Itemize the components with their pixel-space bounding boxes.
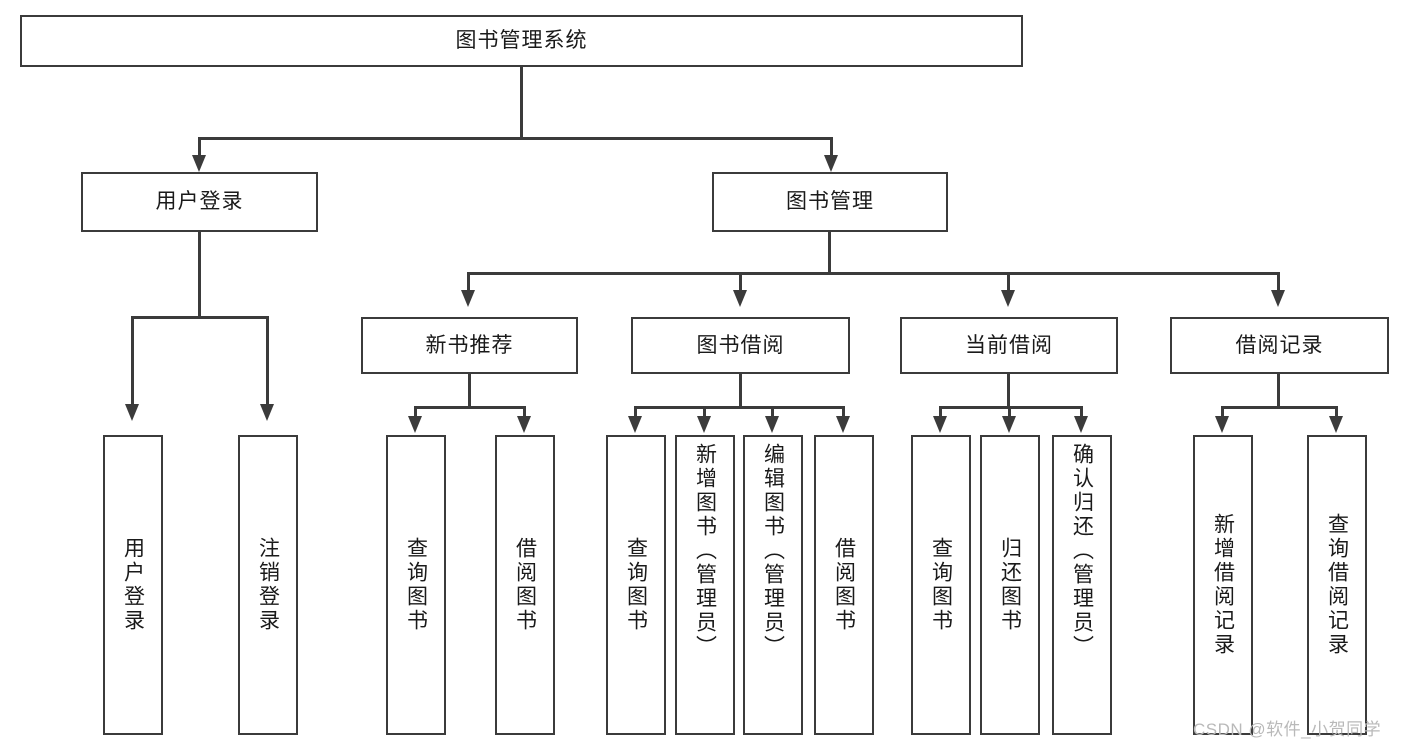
connector-nbr-drop-1 <box>414 406 417 418</box>
connector-cb-bus <box>939 406 1083 409</box>
node-label: 借阅图书 <box>832 537 856 633</box>
watermark-csdn: CSDN @软件_小贺同学 <box>1193 715 1381 740</box>
node-label: 查询图书 <box>624 537 648 633</box>
arrowhead-br-leaf-2 <box>1329 416 1343 433</box>
arrowhead-user-login-leaf-1 <box>125 404 139 421</box>
leaf-query-borrow-record[interactable]: 查询借阅记录 <box>1307 435 1367 735</box>
node-borrow-record[interactable]: 借阅记录 <box>1170 317 1389 374</box>
connector-br-stem <box>1277 374 1280 408</box>
connector-bm-drop-1 <box>467 272 470 292</box>
node-label: 注销登录 <box>256 537 280 633</box>
connector-bb-drop-2 <box>703 406 706 418</box>
node-label: 查询借阅记录 <box>1325 513 1349 657</box>
leaf-return-book[interactable]: 归还图书 <box>980 435 1040 735</box>
node-new-book-recommend[interactable]: 新书推荐 <box>361 317 578 374</box>
connector-cb-drop-2 <box>1008 406 1011 418</box>
connector-nbr-bus <box>414 406 526 409</box>
arrowhead-nbr-leaf-1 <box>408 416 422 433</box>
connector-bb-drop-3 <box>771 406 774 418</box>
connector-bm-drop-4 <box>1277 272 1280 292</box>
connector-bb-drop-1 <box>634 406 637 418</box>
node-label: 图书管理 <box>786 190 874 214</box>
node-label: 编辑图书（管理员） <box>761 443 785 659</box>
connector-cb-drop-3 <box>1080 406 1083 418</box>
connector-cb-stem <box>1007 374 1010 408</box>
node-label: 借阅图书 <box>513 537 537 633</box>
leaf-add-borrow-record[interactable]: 新增借阅记录 <box>1193 435 1253 735</box>
node-label: 查询图书 <box>404 537 428 633</box>
node-label: 新增借阅记录 <box>1211 513 1235 657</box>
node-label: 当前借阅 <box>965 333 1053 357</box>
connector-bb-stem <box>739 374 742 408</box>
connector-user-login-bus <box>131 316 269 319</box>
connector-user-login-drop-2 <box>266 316 269 406</box>
leaf-borrow-book[interactable]: 借阅图书 <box>814 435 874 735</box>
arrowhead-bb-leaf-1 <box>628 416 642 433</box>
connector-bb-bus <box>634 406 845 409</box>
arrowhead-bb-leaf-4 <box>836 416 850 433</box>
arrowhead-to-current-borrow <box>1001 290 1015 307</box>
connector-bm-drop-2 <box>739 272 742 292</box>
arrowhead-bb-leaf-2 <box>697 416 711 433</box>
node-label: 图书借阅 <box>696 333 785 357</box>
connector-nbr-drop-2 <box>523 406 526 418</box>
arrowhead-nbr-leaf-2 <box>517 416 531 433</box>
node-label: 查询图书 <box>929 537 953 633</box>
arrowhead-bb-leaf-3 <box>765 416 779 433</box>
connector-root-drop-right <box>830 137 833 157</box>
connector-root-bus <box>198 137 833 140</box>
arrowhead-to-new-book-recommend <box>461 290 475 307</box>
leaf-logout[interactable]: 注销登录 <box>238 435 298 735</box>
arrowhead-cb-leaf-1 <box>933 416 947 433</box>
leaf-confirm-return-admin[interactable]: 确认归还（管理员） <box>1052 435 1112 735</box>
node-book-management[interactable]: 图书管理 <box>712 172 948 232</box>
node-label: 归还图书 <box>998 537 1022 633</box>
leaf-add-book-admin[interactable]: 新增图书（管理员） <box>675 435 735 735</box>
connector-nbr-stem <box>468 374 471 408</box>
leaf-query-book-recommend[interactable]: 查询图书 <box>386 435 446 735</box>
node-user-login[interactable]: 用户登录 <box>81 172 318 232</box>
arrowhead-cb-leaf-3 <box>1074 416 1088 433</box>
node-label: 新增图书（管理员） <box>693 443 717 659</box>
arrowhead-cb-leaf-2 <box>1002 416 1016 433</box>
node-current-borrow[interactable]: 当前借阅 <box>900 317 1118 374</box>
connector-root-stem <box>520 67 523 139</box>
leaf-user-login[interactable]: 用户登录 <box>103 435 163 735</box>
connector-bm-drop-3 <box>1007 272 1010 292</box>
node-book-borrow[interactable]: 图书借阅 <box>631 317 850 374</box>
node-label: 新书推荐 <box>425 333 514 357</box>
connector-br-bus <box>1221 406 1338 409</box>
arrowhead-to-user-login <box>192 155 206 172</box>
leaf-query-book-current[interactable]: 查询图书 <box>911 435 971 735</box>
arrowhead-user-login-leaf-2 <box>260 404 274 421</box>
node-label: 图书管理系统 <box>455 29 588 53</box>
node-label: 借阅记录 <box>1235 333 1324 357</box>
node-label: 用户登录 <box>121 537 145 633</box>
connector-user-login-stem <box>198 232 201 318</box>
node-label: 确认归还（管理员） <box>1070 443 1094 659</box>
arrowhead-to-borrow-record <box>1271 290 1285 307</box>
arrowhead-br-leaf-1 <box>1215 416 1229 433</box>
node-label: 用户登录 <box>155 190 244 214</box>
watermark-text: CSDN @软件_小贺同学 <box>1193 720 1382 739</box>
connector-cb-drop-1 <box>939 406 942 418</box>
connector-book-management-bus <box>467 272 1280 275</box>
arrowhead-to-book-management <box>824 155 838 172</box>
connector-user-login-drop-1 <box>131 316 134 406</box>
node-root-book-management-system[interactable]: 图书管理系统 <box>20 15 1023 67</box>
connector-br-drop-1 <box>1221 406 1224 418</box>
leaf-query-book-borrow[interactable]: 查询图书 <box>606 435 666 735</box>
connector-br-drop-2 <box>1335 406 1338 418</box>
connector-bb-drop-4 <box>842 406 845 418</box>
connector-root-drop-left <box>198 137 201 157</box>
leaf-borrow-book-recommend[interactable]: 借阅图书 <box>495 435 555 735</box>
arrowhead-to-book-borrow <box>733 290 747 307</box>
connector-book-management-stem <box>828 232 831 274</box>
leaf-edit-book-admin[interactable]: 编辑图书（管理员） <box>743 435 803 735</box>
